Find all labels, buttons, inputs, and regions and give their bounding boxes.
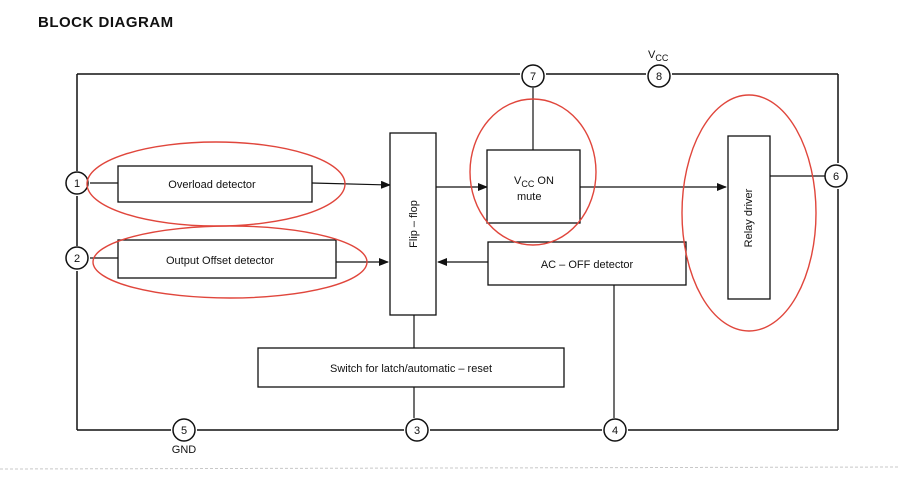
pin-4: 4	[603, 418, 627, 442]
vcc-on-mute-block	[486, 149, 581, 224]
flip-flop-label: Flip – flop	[408, 200, 420, 248]
pin-5: 5	[172, 418, 196, 442]
pin-7: 7	[521, 64, 545, 88]
scan-line	[0, 466, 899, 470]
vcc-on-mute-label-line1: VCC ON	[514, 175, 554, 189]
overload-detector-block	[117, 165, 313, 203]
pin-2-label: 2	[74, 253, 80, 265]
pin-8-label: 8	[656, 71, 662, 83]
pin-8: 8	[647, 64, 671, 88]
vcc-label: VCC	[648, 49, 669, 63]
blocks	[117, 132, 771, 388]
vcc-v: V	[648, 49, 656, 61]
highlight-offset	[92, 225, 368, 299]
pin-4-label: 4	[612, 425, 618, 437]
ac-off-detector-label: AC – OFF detector	[541, 259, 634, 271]
relay-driver-label: Relay driver	[743, 188, 755, 247]
pin-1: 1	[65, 171, 89, 195]
relay-driver-block	[727, 135, 771, 300]
pin-3: 3	[405, 418, 429, 442]
pin-6: 6	[824, 164, 848, 188]
pin-7-label: 7	[530, 71, 536, 83]
gnd-label: GND	[172, 444, 197, 456]
outer-frame	[76, 73, 839, 431]
pins: 1 2 3 4 5 6 7 8	[65, 64, 848, 442]
overload-detector-label: Overload detector	[168, 179, 256, 191]
highlight-relay-driver	[681, 94, 817, 332]
pin-3-label: 3	[414, 425, 420, 437]
pin-2: 2	[65, 246, 89, 270]
switch-block	[257, 347, 565, 388]
vcc-on-mute-label-line2: mute	[517, 191, 541, 203]
vcc-sub: CC	[655, 53, 668, 63]
offset-detector-label: Output Offset detector	[166, 255, 274, 267]
highlight-vcc-on-mute	[469, 98, 597, 246]
switch-label: Switch for latch/automatic – reset	[330, 363, 492, 375]
flip-flop-block	[389, 132, 437, 316]
diagram-title: BLOCK DIAGRAM	[38, 14, 174, 31]
highlight-ellipses	[86, 94, 817, 332]
pin-6-label: 6	[833, 171, 839, 183]
offset-detector-block	[117, 239, 337, 279]
vcc-on-mute-v: V	[514, 175, 522, 187]
vcc-on-mute-sub: CC	[521, 179, 534, 189]
ac-off-detector-block	[487, 241, 687, 286]
vcc-on-mute-on: ON	[534, 175, 554, 187]
pin-5-label: 5	[181, 425, 187, 437]
wires	[90, 88, 825, 418]
pin-1-label: 1	[74, 178, 80, 190]
